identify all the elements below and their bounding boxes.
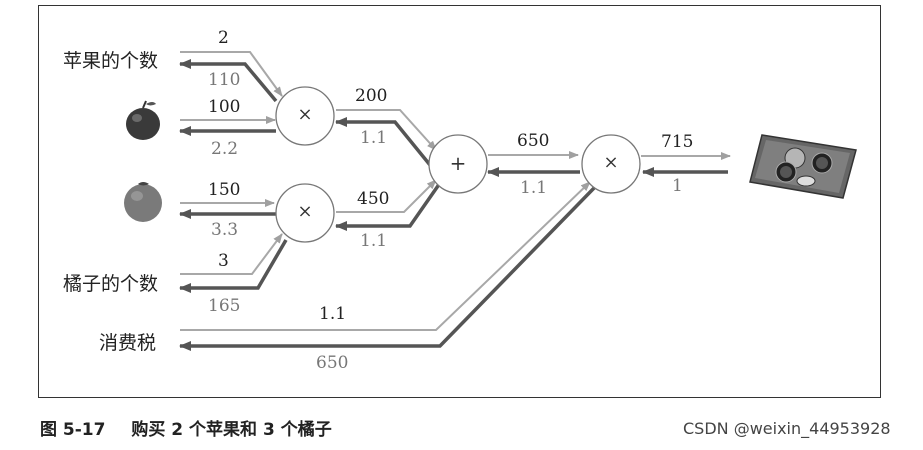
bwd-value-sum: 1.1 xyxy=(520,178,548,198)
fwd-arrow-apple-count xyxy=(180,51,283,97)
fwd-value-apple-total: 200 xyxy=(355,86,388,106)
input-label-tax: 消费税 xyxy=(99,332,157,354)
bwd-value-orange-total: 1.1 xyxy=(360,231,388,251)
fwd-arrow-tax xyxy=(180,181,591,331)
fwd-arrow-orange-total xyxy=(336,179,437,213)
figure-number: 图 5-17 xyxy=(40,420,106,440)
apple-icon xyxy=(126,100,160,140)
bwd-arrow-orange-total xyxy=(335,181,442,231)
bwd-value-apple-total: 1.1 xyxy=(360,128,388,148)
node-mul-tax xyxy=(581,134,641,194)
fwd-value-orange-count: 3 xyxy=(218,251,229,271)
bwd-arrow-apple-count xyxy=(179,59,278,103)
node-mul-orange xyxy=(275,183,335,243)
figure-frame xyxy=(38,5,881,398)
fwd-arrow-apple-total xyxy=(336,109,437,151)
node-mul-apple xyxy=(275,86,335,146)
backward-arrows xyxy=(179,59,728,351)
bwd-value-apple-count: 110 xyxy=(208,70,241,90)
fwd-value-orange-price: 150 xyxy=(208,180,241,200)
fwd-value-sum: 650 xyxy=(517,131,550,151)
bwd-arrow-orange-count xyxy=(179,239,288,293)
bwd-value-orange-count: 165 xyxy=(208,296,241,316)
node-add xyxy=(428,134,488,194)
bwd-value-apple-price: 2.2 xyxy=(211,139,239,159)
bwd-arrow-apple-total xyxy=(335,117,432,167)
figure-caption-text: 购买 2 个苹果和 3 个橘子 xyxy=(131,420,332,440)
figure-caption: 图 5-17 购买 2 个苹果和 3 个橘子 xyxy=(40,415,332,440)
node-mul-orange-symbol: × xyxy=(297,201,313,222)
node-add-symbol: + xyxy=(449,151,467,175)
fwd-value-apple-count: 2 xyxy=(218,28,229,48)
coin-tray-icon xyxy=(749,134,857,199)
watermark: CSDN @weixin_44953928 xyxy=(683,419,891,438)
fwd-value-apple-price: 100 xyxy=(208,97,241,117)
forward-arrows xyxy=(180,51,731,331)
node-mul-apple-symbol: × xyxy=(297,104,313,125)
fwd-arrow-orange-count xyxy=(180,233,283,275)
fwd-value-result: 715 xyxy=(661,132,694,152)
node-mul-tax-symbol: × xyxy=(603,152,619,173)
orange-icon xyxy=(124,182,162,222)
bwd-value-tax: 650 xyxy=(316,353,349,373)
fwd-value-orange-total: 450 xyxy=(357,189,390,209)
bwd-value-orange-price: 3.3 xyxy=(211,220,239,240)
fwd-value-tax: 1.1 xyxy=(319,304,347,324)
bwd-value-result: 1 xyxy=(672,176,683,196)
input-label-apple-count: 苹果的个数 xyxy=(63,50,159,72)
bwd-arrow-tax xyxy=(179,184,598,351)
input-label-orange-count: 橘子的个数 xyxy=(63,273,159,295)
